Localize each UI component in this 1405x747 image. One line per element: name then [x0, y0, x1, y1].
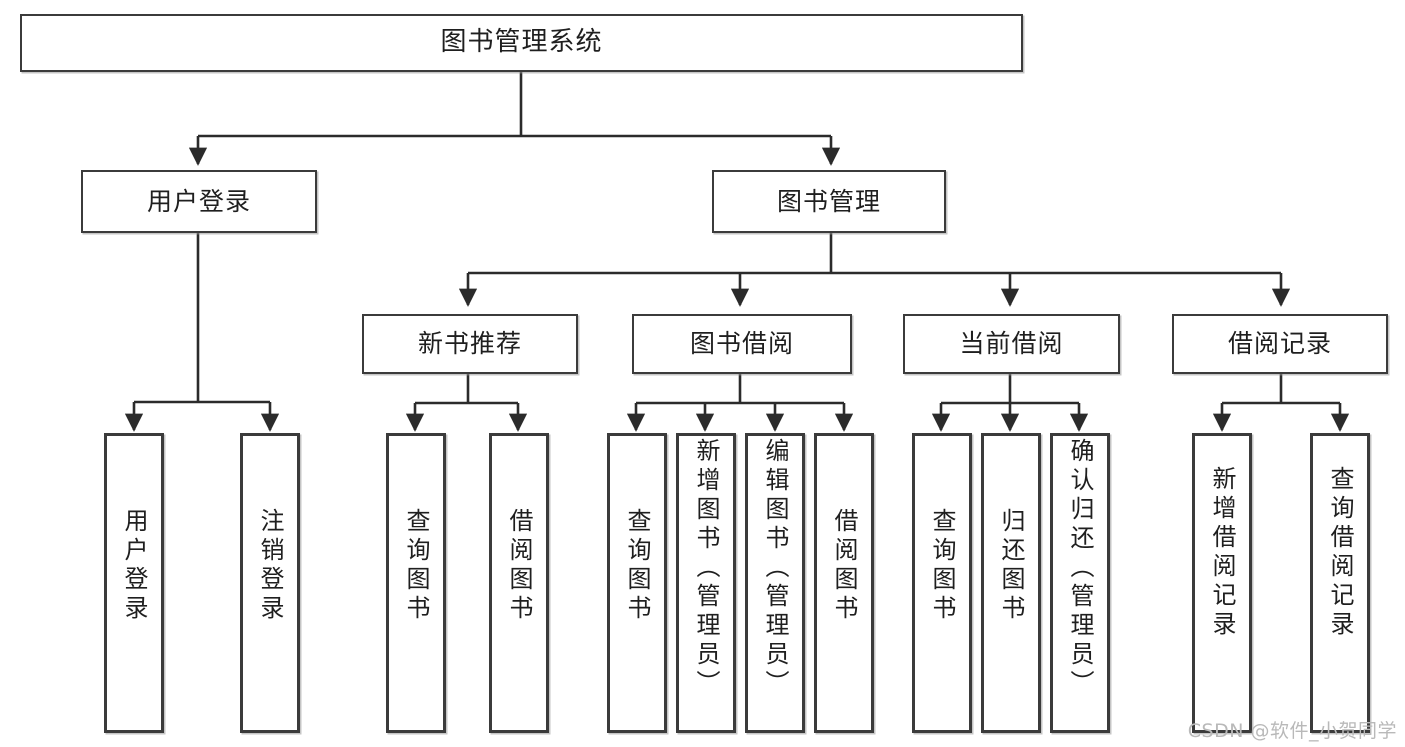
node-label: 新增借阅记录 [1208, 466, 1236, 640]
csdn-watermark: CSDN @软件_小贺同学 [1187, 720, 1397, 742]
node-user-login[interactable]: 用户登录 [81, 170, 317, 233]
leaf-node-borrow-book-newbook[interactable]: 借阅图书 [489, 433, 549, 733]
node-label: 新书推荐 [417, 329, 522, 358]
node-book-borrow[interactable]: 图书借阅 [632, 314, 852, 374]
leaf-node-user-login[interactable]: 用户登录 [104, 433, 164, 733]
node-label: 借阅记录 [1227, 329, 1332, 358]
leaf-node-user-logout[interactable]: 注销登录 [240, 433, 300, 733]
node-label: 图书管理 [776, 186, 881, 216]
leaf-node-query-borrow-record[interactable]: 查询借阅记录 [1310, 433, 1370, 733]
leaf-node-edit-book-admin[interactable]: 编辑图书（管理员） [745, 433, 805, 733]
node-new-book-recommendation[interactable]: 新书推荐 [362, 314, 578, 374]
node-label: 归还图书 [997, 508, 1025, 624]
leaf-node-query-book-borrow[interactable]: 查询图书 [607, 433, 667, 733]
node-label: 确认归还（管理员） [1066, 438, 1094, 699]
node-label: 编辑图书（管理员） [761, 438, 789, 699]
leaf-node-add-book-admin[interactable]: 新增图书（管理员） [676, 433, 736, 733]
node-current-borrow[interactable]: 当前借阅 [903, 314, 1120, 374]
node-label: 借阅图书 [505, 508, 533, 624]
node-label: 注销登录 [256, 508, 284, 624]
leaf-node-borrow-book-borrow[interactable]: 借阅图书 [814, 433, 874, 733]
leaf-node-query-book-current[interactable]: 查询图书 [912, 433, 972, 733]
node-label: 借阅图书 [830, 508, 858, 624]
node-label: 查询借阅记录 [1326, 466, 1354, 640]
node-label: 查询图书 [623, 508, 651, 624]
node-label: 图书管理系统 [440, 27, 603, 58]
node-root-book-management-system[interactable]: 图书管理系统 [20, 14, 1023, 72]
node-label: 当前借阅 [959, 329, 1064, 358]
leaf-node-query-book-newbook[interactable]: 查询图书 [386, 433, 446, 733]
leaf-node-return-book[interactable]: 归还图书 [981, 433, 1041, 733]
node-label: 用户登录 [146, 186, 251, 216]
leaf-node-add-borrow-record[interactable]: 新增借阅记录 [1192, 433, 1252, 733]
node-label: 图书借阅 [689, 329, 794, 358]
node-book-management[interactable]: 图书管理 [712, 170, 946, 233]
leaf-node-confirm-return-admin[interactable]: 确认归还（管理员） [1050, 433, 1110, 733]
node-label: 查询图书 [402, 508, 430, 624]
node-label: 查询图书 [928, 508, 956, 624]
node-label: 用户登录 [120, 508, 148, 624]
node-borrow-record[interactable]: 借阅记录 [1172, 314, 1388, 374]
node-label: 新增图书（管理员） [692, 438, 720, 699]
